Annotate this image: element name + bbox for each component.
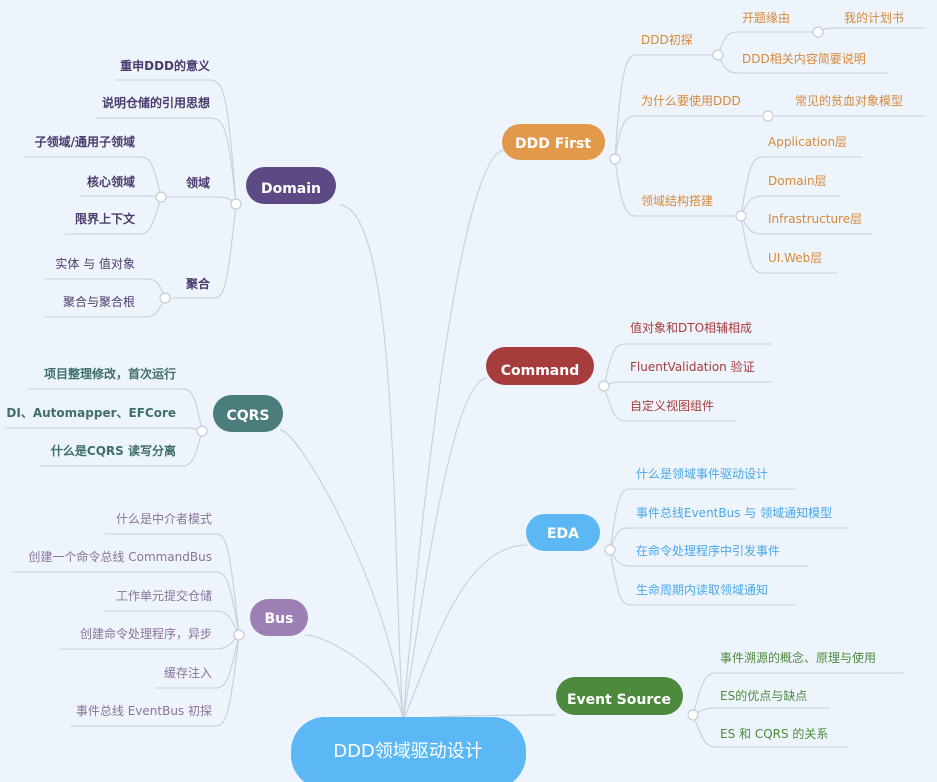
command-texts: 值对象和DTO相辅相成 FluentValidation 验证 自定义视图组件	[630, 320, 755, 413]
topic-bus[interactable]: Bus	[250, 599, 308, 636]
domain-texts: 重申DDD的意义 说明仓储的引用思想 领域 子领域/通用子领域 核心领域 限界上…	[35, 58, 211, 291]
subtopic-why-ddd[interactable]: 为什么要使用DDD	[641, 93, 741, 108]
item-vo-dto[interactable]: 值对象和DTO相辅相成	[630, 320, 752, 335]
topic-bus-label: Bus	[265, 611, 294, 627]
topic-ddd-first[interactable]: DDD First	[502, 124, 605, 160]
item-eventbus-notify[interactable]: 事件总线EventBus 与 领域通知模型	[636, 506, 832, 520]
item-es-pros-cons[interactable]: ES的优点与缺点	[720, 688, 807, 703]
topic-domain[interactable]: Domain	[246, 167, 336, 204]
ddd-first-texts: DDD初探 开题缘由 我的计划书 DDD相关内容简要说明 为什么要使用DDD 常…	[641, 10, 904, 265]
item-command-handler[interactable]: 创建命令处理程序，异步	[80, 626, 212, 641]
item-ddd-brief[interactable]: DDD相关内容简要说明	[742, 51, 866, 66]
command-node	[598, 380, 610, 392]
branch-bus-lines	[12, 533, 240, 727]
item-repo-idea[interactable]: 说明仓储的引用思想	[102, 95, 210, 110]
branch-domain-nodes	[155, 191, 242, 304]
topic-eda[interactable]: EDA	[526, 514, 600, 551]
bus-texts: 什么是中介者模式 创建一个命令总线 CommandBus 工作单元提交仓储 创建…	[28, 511, 212, 718]
topic-cqrs-bg	[213, 395, 283, 432]
branch-ddd-first-lines	[614, 27, 925, 274]
topic-cqrs[interactable]: CQRS	[213, 395, 283, 432]
item-eventbus-intro[interactable]: 事件总线 EventBus 初探	[76, 704, 212, 718]
domain-texts-regular: 实体 与 值对象 聚合与聚合根	[55, 256, 135, 309]
item-es-cqrs[interactable]: ES 和 CQRS 的关系	[720, 726, 828, 741]
topic-command[interactable]: Command	[486, 347, 594, 385]
item-di-automapper[interactable]: DI、Automapper、EFCore	[6, 406, 176, 420]
topic-event-source-label: Event Source	[567, 692, 671, 708]
item-unit-of-work[interactable]: 工作单元提交仓储	[116, 588, 212, 603]
event-source-node	[687, 709, 699, 721]
topic-command-bg	[486, 347, 594, 385]
item-aggregate-root[interactable]: 聚合与聚合根	[63, 294, 135, 309]
item-fluent-validation[interactable]: FluentValidation 验证	[630, 359, 755, 374]
topic-eda-bg	[526, 514, 600, 551]
topic-domain-label: Domain	[261, 181, 321, 197]
topic-ddd-first-label: DDD First	[515, 136, 591, 152]
item-commandbus[interactable]: 创建一个命令总线 CommandBus	[28, 549, 212, 564]
item-read-notify[interactable]: 生命周期内读取领域通知	[636, 582, 768, 597]
item-cache-inject[interactable]: 缓存注入	[164, 665, 212, 680]
subtopic-ddd-intro[interactable]: DDD初探	[641, 33, 693, 47]
item-project-refactor[interactable]: 项目整理修改，首次运行	[44, 366, 176, 381]
item-bounded-context[interactable]: 限界上下文	[75, 211, 136, 226]
branch-cqrs-lines	[5, 388, 203, 467]
item-subdomain[interactable]: 子领域/通用子领域	[35, 134, 135, 149]
topic-domain-bg	[246, 167, 336, 204]
item-what-is-cqrs[interactable]: 什么是CQRS 读写分离	[51, 443, 176, 458]
cqrs-texts: 项目整理修改，首次运行 DI、Automapper、EFCore 什么是CQRS…	[6, 366, 176, 458]
topic-event-source-bg	[556, 677, 683, 715]
topic-ddd-first-bg	[502, 124, 605, 160]
root-topic-bg	[291, 717, 526, 782]
topic-bus-bg	[250, 599, 308, 636]
topic-cqrs-label: CQRS	[226, 408, 269, 424]
subtopic-lingyu[interactable]: 领域	[186, 175, 210, 190]
item-application-layer[interactable]: Application层	[768, 135, 847, 149]
topic-command-label: Command	[501, 363, 580, 379]
item-es-concept[interactable]: 事件溯源的概念、原理与使用	[720, 650, 876, 665]
item-anemic-model[interactable]: 常见的贫血对象模型	[795, 93, 903, 108]
item-my-plan[interactable]: 我的计划书	[844, 10, 904, 25]
item-ui-web-layer[interactable]: UI.Web层	[768, 251, 822, 265]
item-raise-event[interactable]: 在命令处理程序中引发事件	[636, 543, 780, 558]
eda-texts: 什么是领域事件驱动设计 事件总线EventBus 与 领域通知模型 在命令处理程…	[636, 467, 832, 597]
eda-node	[604, 544, 616, 556]
item-custom-view[interactable]: 自定义视图组件	[630, 398, 714, 413]
item-entity-vo[interactable]: 实体 与 值对象	[55, 256, 135, 271]
item-what-is-eda[interactable]: 什么是领域事件驱动设计	[636, 467, 768, 481]
event-source-texts: 事件溯源的概念、原理与使用 ES的优点与缺点 ES 和 CQRS 的关系	[720, 650, 876, 741]
root-connectors	[279, 149, 557, 721]
topic-event-source[interactable]: Event Source	[556, 677, 683, 715]
branch-ddd-first-nodes	[609, 26, 824, 222]
root-topic-label: DDD领域驱动设计	[333, 741, 483, 762]
item-infrastructure-layer[interactable]: Infrastructure层	[768, 212, 862, 226]
item-core-domain[interactable]: 核心领域	[87, 174, 135, 189]
cqrs-node	[196, 425, 208, 437]
subtopic-structure[interactable]: 领域结构搭建	[641, 193, 713, 208]
item-kaiti-yuanyou[interactable]: 开题缘由	[742, 11, 790, 25]
item-restate-ddd[interactable]: 重申DDD的意义	[120, 58, 211, 73]
bus-node	[233, 629, 245, 641]
item-mediator[interactable]: 什么是中介者模式	[116, 511, 212, 526]
topic-eda-label: EDA	[547, 526, 579, 542]
root-topic[interactable]: DDD领域驱动设计	[291, 717, 526, 782]
subtopic-juhe[interactable]: 聚合	[185, 276, 211, 291]
item-domain-layer[interactable]: Domain层	[768, 174, 827, 188]
